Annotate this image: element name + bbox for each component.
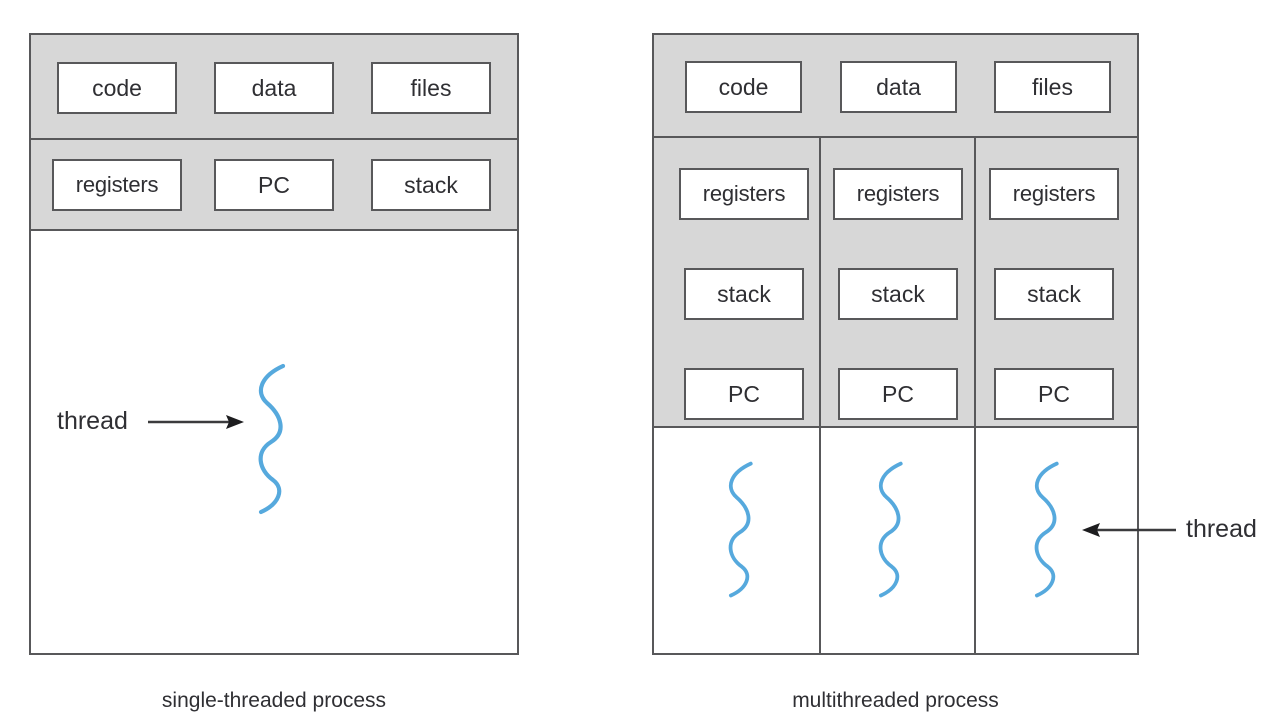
multi-c3-cell-stack: stack xyxy=(994,268,1114,320)
multi-c1-cell-stack: stack xyxy=(684,268,804,320)
single-threaded-process-box: code data files registers PC stack xyxy=(29,33,519,655)
multi-shared-resources-band: code data files xyxy=(654,35,1137,138)
thread-annotation-label-left: thread xyxy=(57,407,128,435)
thread-squiggle-multi-2 xyxy=(878,461,903,598)
single-shared-resources-band: code data files xyxy=(31,35,517,140)
single-cell-files: files xyxy=(371,62,491,114)
multi-c2-cell-pc: PC xyxy=(838,368,958,420)
single-cell-stack: stack xyxy=(371,159,491,211)
thread-squiggle-single xyxy=(258,363,286,515)
thread-annotation-label-right: thread xyxy=(1186,515,1257,543)
thread-column-3: registers stack PC xyxy=(976,138,1137,426)
thread-column-2: registers stack PC xyxy=(821,138,974,426)
multithreaded-process-box: code data files registers stack PC regis… xyxy=(652,33,1139,655)
multi-c2-cell-stack: stack xyxy=(838,268,958,320)
thread-column-divider-1 xyxy=(819,138,821,653)
thread-squiggle-multi-3 xyxy=(1034,461,1059,598)
single-cell-data: data xyxy=(214,62,334,114)
multi-c1-cell-registers: registers xyxy=(679,168,809,220)
multi-cell-files: files xyxy=(994,61,1111,113)
thread-squiggle-multi-1 xyxy=(728,461,753,598)
multi-thread-resources-band: registers stack PC registers stack PC re… xyxy=(654,138,1137,428)
multi-c3-cell-registers: registers xyxy=(989,168,1119,220)
multi-c2-cell-registers: registers xyxy=(833,168,963,220)
single-cell-code: code xyxy=(57,62,177,114)
multi-c1-cell-pc: PC xyxy=(684,368,804,420)
thread-column-1: registers stack PC xyxy=(654,138,819,426)
multi-cell-code: code xyxy=(685,61,802,113)
multithreaded-caption: multithreaded process xyxy=(792,689,999,712)
multi-cell-data: data xyxy=(840,61,957,113)
multi-c3-cell-pc: PC xyxy=(994,368,1114,420)
single-cell-pc: PC xyxy=(214,159,334,211)
single-cell-registers: registers xyxy=(52,159,182,211)
thread-column-divider-2 xyxy=(974,138,976,653)
single-thread-resources-band: registers PC stack xyxy=(31,140,517,231)
single-threaded-caption: single-threaded process xyxy=(161,689,387,712)
